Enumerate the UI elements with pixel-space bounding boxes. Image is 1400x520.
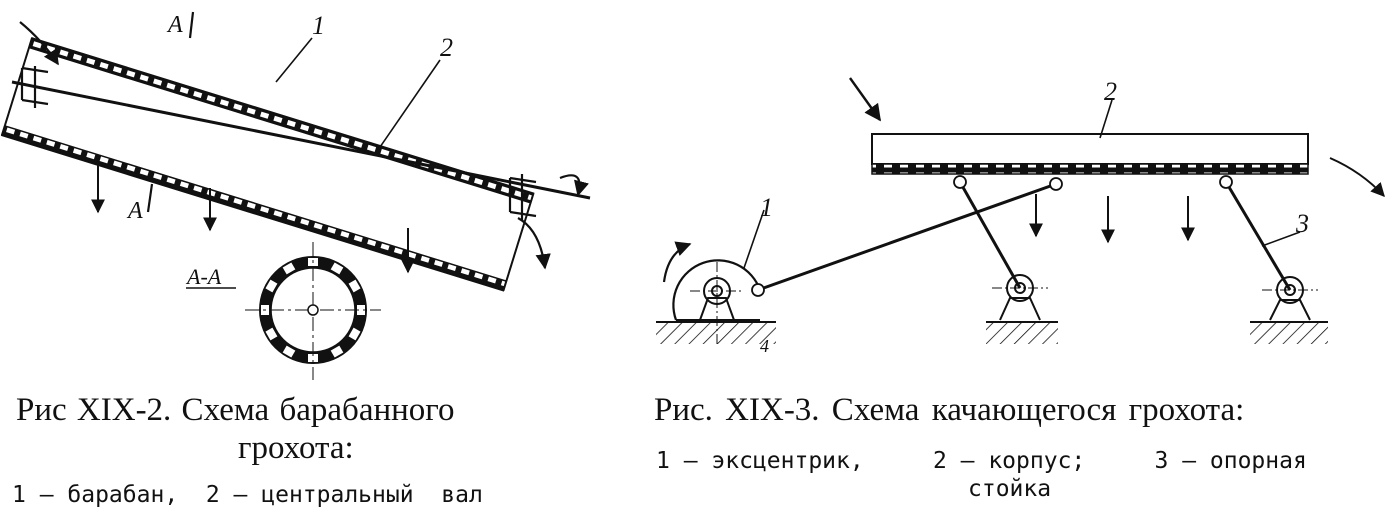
- rotation-arrow: [559, 174, 589, 197]
- right-bearing: [508, 174, 537, 220]
- leader-line-3: [1261, 231, 1301, 247]
- part-label-body: 2: [1104, 77, 1117, 106]
- figure2-caption: Рис. XIX-3. Схема качающегося грохота:: [654, 392, 1245, 428]
- drum: [0, 37, 535, 292]
- left-bearing: [20, 66, 49, 108]
- figure1-drum-screen: [0, 11, 591, 380]
- connecting-rod: [757, 182, 1057, 292]
- cut-marker-line: [146, 183, 154, 213]
- part-label-shaft: 2: [440, 33, 453, 62]
- figure2-legend-line2: стойка: [968, 476, 1052, 502]
- feed-arrow: [19, 21, 59, 66]
- cut-marker-line: [188, 11, 195, 39]
- figure1-caption-line1: Рис XIX-2. Схема барабанного: [16, 392, 455, 428]
- leader-line-2: [1099, 99, 1113, 139]
- cut-marker-a-top: A: [166, 12, 183, 38]
- section-label: A-A: [185, 264, 222, 289]
- part-label-stand: 3: [1295, 209, 1309, 238]
- rod-joint-eccentric: [751, 283, 765, 297]
- central-shaft: [11, 80, 591, 200]
- cross-section-a-a: [245, 242, 381, 380]
- figure2-legend-line1: 1 — эксцентрик, 2 — корпус; 3 — опорная: [656, 448, 1307, 474]
- support-stand: [953, 175, 1058, 344]
- corner-mark: 4: [760, 336, 769, 356]
- part-label-drum: 1: [312, 11, 325, 40]
- eccentric: [656, 259, 776, 345]
- part-label-eccentric: 1: [760, 193, 773, 222]
- leader-line-2: [377, 59, 441, 151]
- discharge-arrow: [517, 217, 551, 270]
- leader-line-1: [275, 37, 313, 83]
- feed-arrow: [849, 77, 881, 122]
- figure1-legend: 1 — барабан, 2 — центральный вал: [12, 482, 483, 508]
- figure1-caption-line2: грохота:: [238, 430, 354, 466]
- rod-joint-body: [1049, 177, 1063, 191]
- rotation-arrow: [662, 241, 692, 283]
- diagrams-svg: A A 1 2 A-A: [0, 11, 1385, 380]
- support-stand: [1219, 175, 1328, 344]
- cut-marker-a-bottom: A: [126, 198, 143, 224]
- screen-body: [871, 133, 1309, 175]
- figure2-rocking-screen: [656, 77, 1385, 345]
- leader-line-1: [743, 209, 765, 269]
- discharge-arrow: [1329, 157, 1385, 198]
